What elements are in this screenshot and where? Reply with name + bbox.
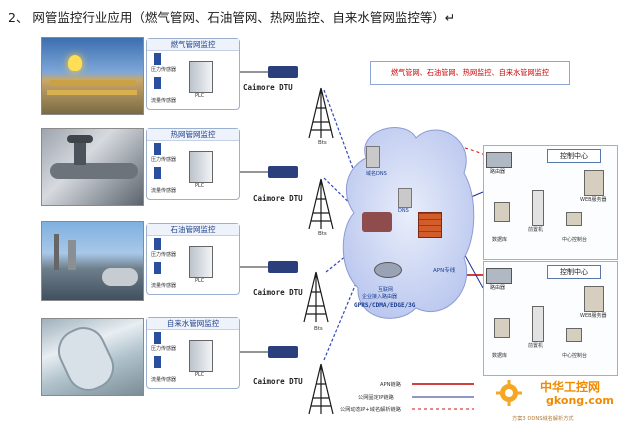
plc-icon — [189, 61, 213, 93]
flow-sensor-icon — [154, 167, 161, 179]
plc-label: PLC — [195, 183, 205, 189]
router-label: 路由器 — [490, 285, 506, 291]
legend-apn: APN链路 — [380, 382, 401, 388]
watermark-title: 中华工控网 — [540, 380, 601, 394]
flow-sensor-label: 流量传感器 — [151, 188, 177, 194]
router-icon — [374, 262, 402, 278]
plc-icon — [189, 151, 213, 183]
heat-pipeline-photo — [41, 128, 144, 206]
apn-label: APN专线 — [433, 268, 456, 274]
water-pipeline-photo — [41, 318, 144, 396]
site-title: 燃气管网监控 — [147, 39, 239, 51]
flow-sensor-icon — [154, 262, 161, 274]
web-server-label: WEB服务器 — [580, 197, 607, 203]
pressure-sensor-icon — [154, 238, 161, 250]
dns-label: 域名DNS — [366, 171, 387, 177]
plc-label: PLC — [195, 278, 205, 284]
plc-icon — [189, 246, 213, 278]
workstation-label: 中心控制台 — [562, 237, 588, 243]
gas-pipeline-photo — [41, 37, 144, 115]
site-title: 热网管网监控 — [147, 129, 239, 141]
pressure-sensor-icon — [154, 143, 161, 155]
router-label: 企业接入路由器 — [362, 294, 398, 300]
workstation-icon — [566, 328, 582, 342]
workstation-label: 中心控制台 — [562, 353, 588, 359]
site-title: 石油管网监控 — [147, 224, 239, 236]
tower-icon — [308, 178, 334, 230]
control-center-2: 控制中心 路由器 WEB服务器 前置机 数据库 中心控制台 — [483, 261, 618, 376]
flow-sensor-label: 流量传感器 — [151, 377, 177, 383]
web-server-label: WEB服务器 — [580, 313, 607, 319]
oil-pipeline-photo — [41, 221, 144, 301]
dtu-label: Caimore DTU — [253, 377, 303, 386]
front-end-label: 前置机 — [528, 343, 544, 349]
watermark-url: gkong.com — [546, 394, 614, 407]
router-label: 互联网 — [378, 287, 394, 293]
gear-logo-icon — [496, 380, 522, 406]
page-heading: 2、 网管监控行业应用（燃气管网、石油管网、热网监控、自来水管网监控等）↵ — [8, 10, 456, 25]
industry-label-box: 燃气管网、石油管网、热网监控、自来水管网监控 — [370, 61, 570, 85]
router-label: 路由器 — [490, 169, 506, 175]
tower-icon — [308, 87, 334, 139]
flow-sensor-icon — [154, 356, 161, 368]
plc-icon — [189, 340, 213, 372]
pressure-sensor-label: 压力传感器 — [151, 346, 177, 352]
router-icon — [486, 152, 512, 168]
bts-label: Bts — [318, 140, 327, 146]
plc-label: PLC — [195, 93, 205, 99]
dtu-device-icon — [268, 166, 298, 178]
water-monitor-box: 自来水管网监控 压力传感器 流量传感器 PLC — [146, 317, 240, 389]
router-icon — [486, 268, 512, 284]
pressure-sensor-icon — [154, 332, 161, 344]
dtu-label: Caimore DTU — [253, 194, 303, 203]
dtu-device-icon — [268, 66, 298, 78]
legend-scheme3: 方案3 DDNS域名解析方式 — [512, 416, 574, 422]
firewall-icon — [418, 212, 442, 238]
front-end-icon — [532, 190, 544, 226]
legend-fixed-ip: 公网固定IP链路 — [358, 395, 394, 401]
gas-monitor-box: 燃气管网监控 压力传感器 流量传感器 PLC — [146, 38, 240, 110]
bts-label: Bts — [318, 231, 327, 237]
web-server-icon — [584, 170, 604, 196]
pressure-sensor-icon — [154, 53, 161, 65]
pressure-sensor-label: 压力传感器 — [151, 252, 177, 258]
dtu-label: Caimore DTU — [253, 288, 303, 297]
industry-label: 燃气管网、石油管网、热网监控、自来水管网监控 — [390, 68, 550, 77]
flow-sensor-icon — [154, 77, 161, 89]
web-server-icon — [584, 286, 604, 312]
database-icon — [494, 318, 510, 338]
dtu-device-icon — [268, 346, 298, 358]
gprs-label: GPRS/CDMA/EDGE/3G — [354, 302, 416, 309]
database-icon — [494, 202, 510, 222]
pressure-sensor-label: 压力传感器 — [151, 67, 177, 73]
dns-server-icon — [366, 146, 380, 168]
switch-icon — [362, 212, 392, 232]
internet-cloud — [342, 127, 475, 319]
database-label: 数据库 — [492, 353, 508, 359]
database-label: 数据库 — [492, 237, 508, 243]
bts-label: Bts — [314, 326, 323, 332]
dns-server-icon — [398, 188, 412, 208]
site-title: 自来水管网监控 — [147, 318, 239, 330]
flow-sensor-label: 流量传感器 — [151, 283, 177, 289]
plc-label: PLC — [195, 372, 205, 378]
legend-dynamic-ip: 公网动态IP+域名解析链路 — [340, 407, 401, 413]
front-end-label: 前置机 — [528, 227, 544, 233]
oil-monitor-box: 石油管网监控 压力传感器 流量传感器 PLC — [146, 223, 240, 295]
front-end-icon — [532, 306, 544, 342]
pressure-sensor-label: 压力传感器 — [151, 157, 177, 163]
workstation-icon — [566, 212, 582, 226]
control-center-title: 控制中心 — [547, 149, 601, 163]
tower-icon — [303, 271, 329, 323]
dtu-device-icon — [268, 261, 298, 273]
dtu-label: Caimore DTU — [243, 83, 293, 92]
dns-label: DNS — [398, 208, 409, 214]
control-center-title: 控制中心 — [547, 265, 601, 279]
flow-sensor-label: 流量传感器 — [151, 98, 177, 104]
heat-monitor-box: 热网管网监控 压力传感器 流量传感器 PLC — [146, 128, 240, 200]
control-center-1: 控制中心 路由器 WEB服务器 前置机 数据库 中心控制台 — [483, 145, 618, 260]
tower-icon — [308, 363, 334, 415]
